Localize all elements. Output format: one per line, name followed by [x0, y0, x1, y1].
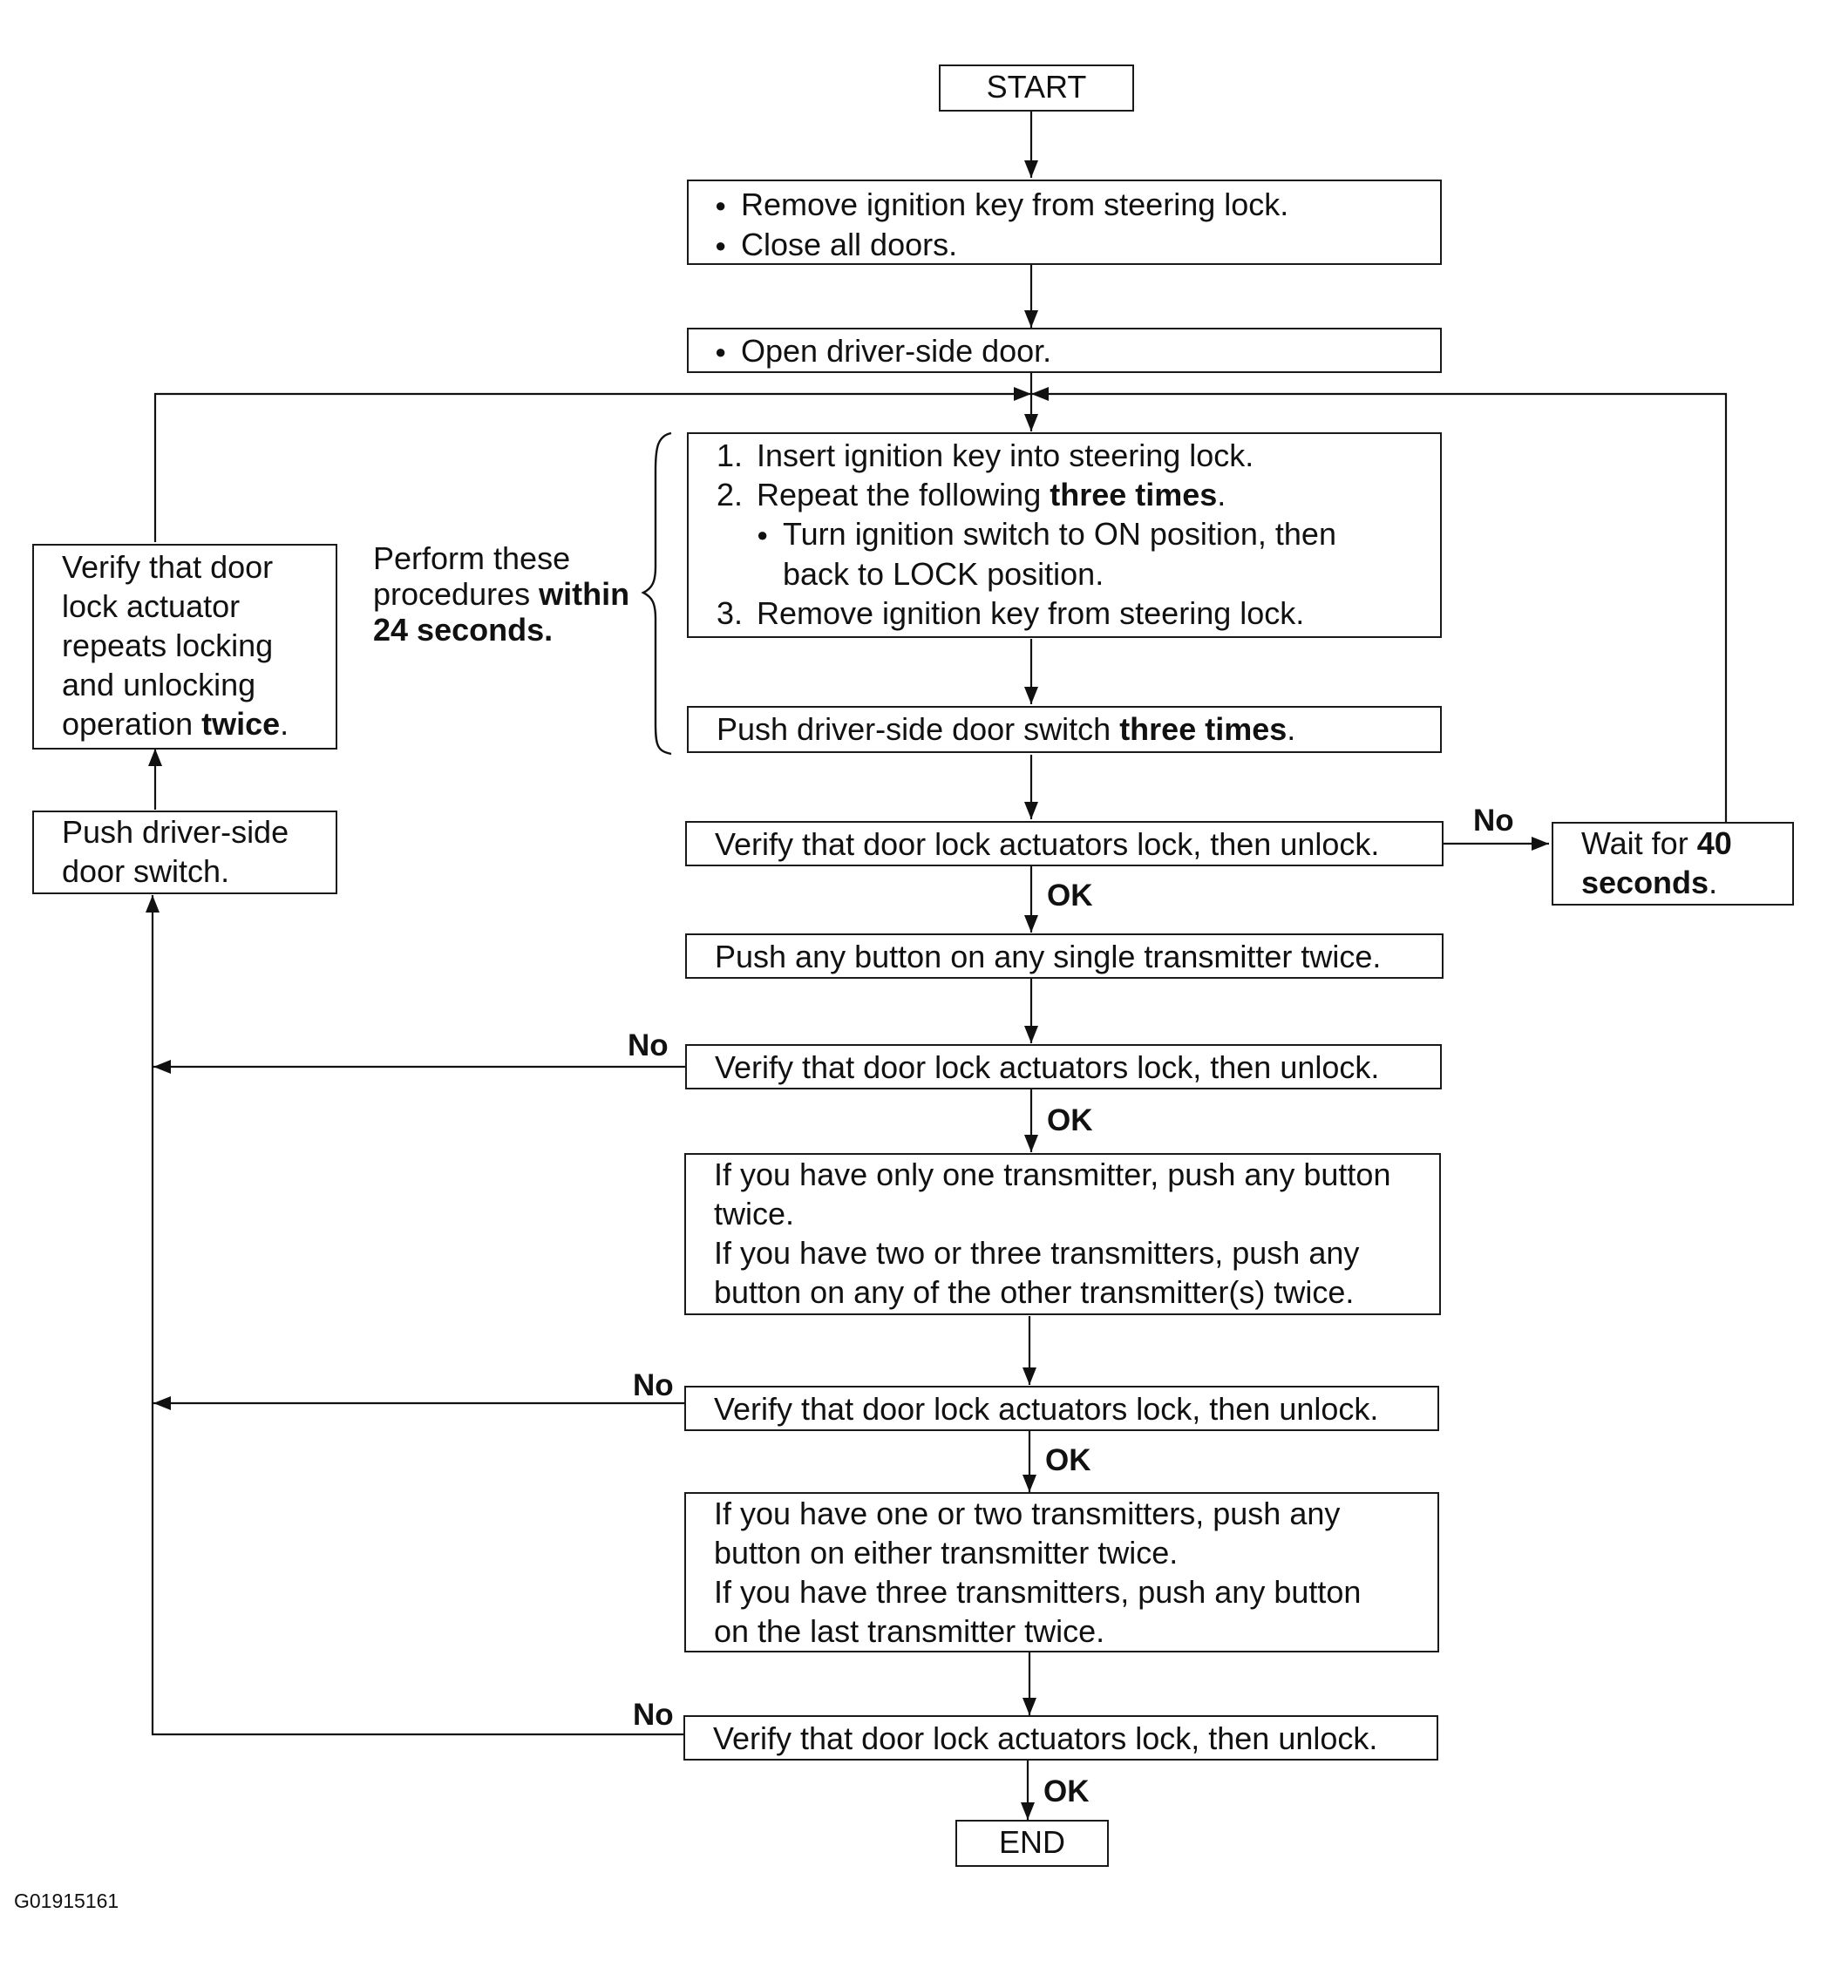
step4-line: Push driver-side door switch three times… [717, 711, 1296, 747]
step-push-any-button: Push any button on any single transmitte… [685, 933, 1444, 979]
last-line-3: If you have three transmitters, push any… [714, 1574, 1362, 1610]
label-ok-verify4: OK [1043, 1774, 1090, 1808]
left-verify-line-3: repeats locking [62, 628, 274, 663]
label-ok-verify2: OK [1047, 1103, 1093, 1137]
note-line-3: 24 seconds. [373, 612, 554, 648]
label-no-verify1: No [1473, 804, 1514, 838]
brace [641, 431, 672, 756]
figure-code: G01915161 [14, 1890, 119, 1912]
push-any-text: Push any button on any single transmitte… [715, 939, 1382, 974]
step3-line-4: back to LOCK position. [783, 556, 1104, 592]
step1-line-1: Remove ignition key from steering lock. [715, 185, 1440, 225]
step3-line-5: 3.Remove ignition key from steering lock… [717, 595, 1305, 631]
left-verify-line-4: and unlocking [62, 667, 256, 702]
verify2-text: Verify that door lock actuators lock, th… [715, 1049, 1380, 1085]
step-verify-actuator-twice: Verify that door lock actuator repeats l… [32, 544, 337, 750]
left-verify-line-5: operation twice. [62, 706, 289, 742]
last-line-4: on the last transmitter twice. [714, 1613, 1105, 1649]
step-other-transmitters: If you have only one transmitter, push a… [684, 1153, 1441, 1315]
left-verify-line-2: lock actuator [62, 588, 241, 624]
timing-note: Perform these procedures within 24 secon… [373, 540, 629, 648]
step2-line: Open driver-side door. [715, 331, 1440, 371]
label-ok-verify3: OK [1045, 1443, 1091, 1477]
end-label: END [998, 1824, 1065, 1860]
label-no-verify4: No [633, 1698, 674, 1732]
left-push-line-2: door switch. [62, 853, 230, 889]
step-key-procedure: 1.Insert ignition key into steering lock… [687, 432, 1442, 638]
last-line-2: button on either transmitter twice. [714, 1535, 1179, 1571]
other-line-2: twice. [714, 1196, 795, 1231]
step3-line-3: Turn ignition switch to ON position, the… [717, 514, 1440, 554]
decision-verify-4: Verify that door lock actuators lock, th… [683, 1715, 1438, 1761]
step-push-switch-left: Push driver-side door switch. [32, 811, 337, 894]
step-wait: Wait for 40 seconds. [1552, 822, 1794, 906]
step1-line-2: Close all doors. [715, 225, 1440, 265]
verify1-text: Verify that door lock actuators lock, th… [715, 826, 1380, 862]
verify3-text: Verify that door lock actuators lock, th… [714, 1391, 1379, 1427]
loop-wait-back [1031, 387, 1728, 822]
label-ok-verify1: OK [1047, 879, 1093, 913]
step-open-door: Open driver-side door. [687, 328, 1442, 373]
last-line-1: If you have one or two transmitters, pus… [714, 1496, 1341, 1531]
left-verify-line-1: Verify that door [62, 549, 274, 585]
wait-line-1: Wait for 40 [1581, 825, 1732, 861]
other-line-4: button on any of the other transmitter(s… [714, 1274, 1355, 1310]
wait-line-2: seconds. [1581, 865, 1718, 900]
step-remove-key: Remove ignition key from steering lock. … [687, 180, 1442, 265]
end-node: END [955, 1820, 1109, 1867]
note-line-1: Perform these [373, 540, 571, 576]
step3-line-2: 2.Repeat the following three times. [717, 477, 1226, 512]
step-push-door-switch: Push driver-side door switch three times… [687, 706, 1442, 753]
other-line-3: If you have two or three transmitters, p… [714, 1235, 1360, 1271]
verify4-text: Verify that door lock actuators lock, th… [713, 1720, 1378, 1756]
left-push-line-1: Push driver-side [62, 814, 289, 850]
label-no-verify2: No [628, 1028, 669, 1062]
start-label: START [986, 69, 1087, 105]
decision-verify-3: Verify that door lock actuators lock, th… [684, 1386, 1439, 1431]
loop-left-back [153, 387, 1031, 542]
decision-verify-2: Verify that door lock actuators lock, th… [685, 1044, 1442, 1089]
label-no-verify3: No [633, 1368, 674, 1402]
start-node: START [939, 64, 1134, 112]
decision-verify-1: Verify that door lock actuators lock, th… [685, 821, 1444, 866]
step3-line-1: 1.Insert ignition key into steering lock… [717, 438, 1254, 473]
note-line-2: procedures within [373, 576, 630, 612]
step-last-transmitter: If you have one or two transmitters, pus… [684, 1492, 1439, 1652]
other-line-1: If you have only one transmitter, push a… [714, 1157, 1391, 1192]
